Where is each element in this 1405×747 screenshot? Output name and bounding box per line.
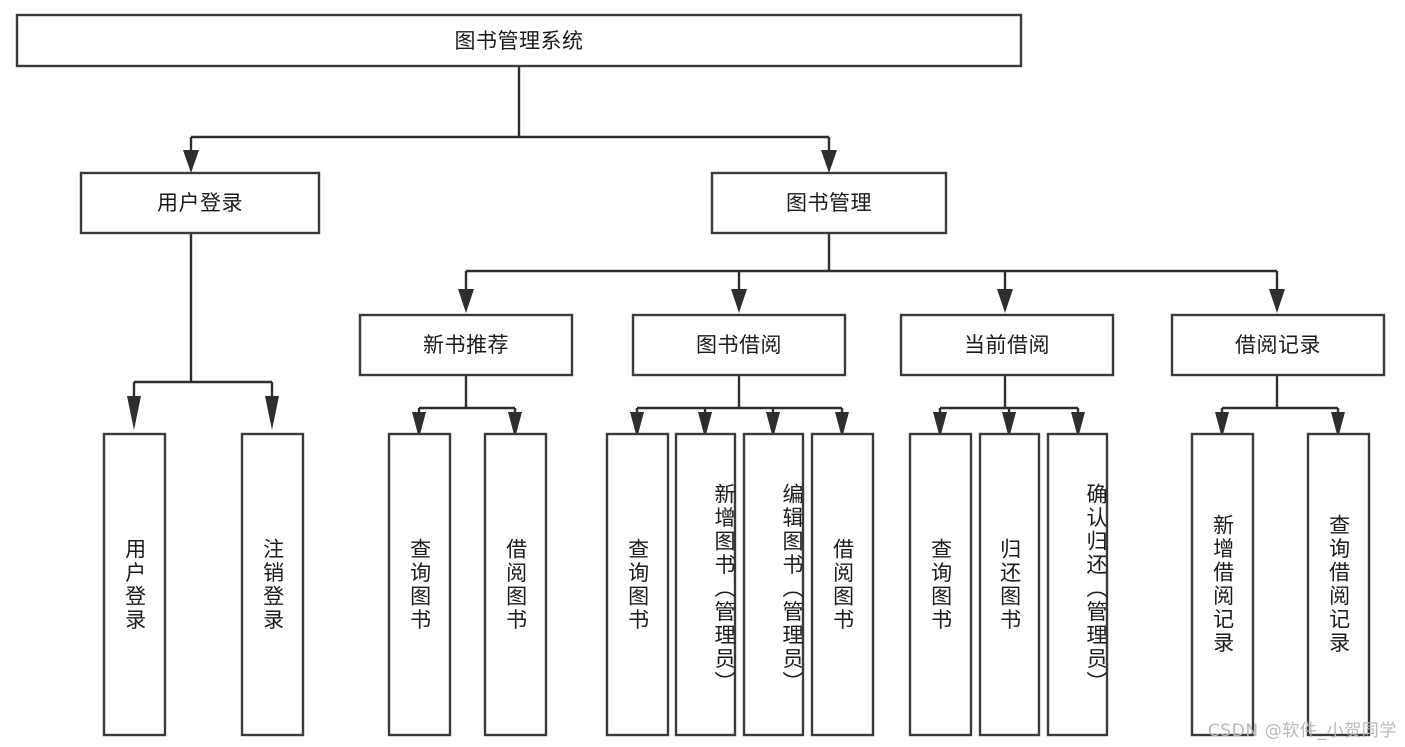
arrow-head-leaf-return-book [1002, 412, 1016, 438]
node-book-manage-box[interactable] [710, 171, 948, 235]
arrow-head-leaf-query-book-1 [412, 412, 426, 438]
connector-group-book-borrow [630, 375, 849, 438]
arrow-head-book-borrow [731, 289, 747, 313]
arrow-head-leaf-query-book-3 [933, 412, 947, 438]
leaf-confirm-return-box[interactable] [1046, 432, 1109, 737]
leaf-query-book-3-box[interactable] [908, 432, 973, 737]
arrow-head-leaf-borrow-book-2 [835, 412, 849, 438]
node-current-borrow[interactable]: 当前借阅 [899, 313, 1115, 377]
arrow-head-user-login [183, 150, 199, 173]
node-book-manage[interactable]: 图书管理 [710, 171, 948, 235]
node-root[interactable]: 图书管理系统 [15, 13, 1023, 68]
connector-group-current-borrow [933, 375, 1085, 438]
node-new-book-recommend-box[interactable] [358, 313, 574, 377]
arrow-head-leaf-confirm-return [1071, 412, 1085, 438]
arrow-head-leaf-edit-book [766, 412, 780, 438]
node-book-borrow-box[interactable] [631, 313, 847, 377]
leaf-box-group [102, 432, 1371, 737]
connector-group-borrow-record [1215, 375, 1345, 438]
leaf-user-login-box[interactable] [102, 432, 167, 737]
connector-group-book-manage [458, 234, 1285, 313]
node-user-login[interactable]: 用户登录 [79, 171, 321, 235]
node-user-login-box[interactable] [79, 171, 321, 235]
node-borrow-record-label: 借阅记录 [1235, 333, 1321, 357]
arrow-head-leaf-query-record [1331, 412, 1345, 438]
watermark-text: CSDN @软件_小贺同学 [1207, 721, 1397, 741]
leaf-edit-book-box[interactable] [742, 432, 805, 737]
connector-group-new-book-recommend [412, 375, 522, 438]
arrow-head-new-book-recommend [458, 289, 474, 313]
node-borrow-record[interactable]: 借阅记录 [1170, 313, 1386, 377]
leaf-add-record-box[interactable] [1190, 432, 1255, 737]
node-book-borrow-label: 图书借阅 [696, 333, 782, 357]
node-user-login-label: 用户登录 [157, 191, 243, 215]
connector-group-user-login [127, 234, 279, 430]
connector-group-root [183, 66, 837, 173]
leaf-query-book-1-box[interactable] [387, 432, 452, 737]
node-current-borrow-box[interactable] [899, 313, 1115, 377]
leaf-add-book-box[interactable] [674, 432, 737, 737]
node-current-borrow-label: 当前借阅 [964, 333, 1050, 357]
leaf-query-book-2-box[interactable] [605, 432, 670, 737]
arrow-head-current-borrow [997, 289, 1013, 313]
arrow-head-leaf-add-record [1215, 412, 1229, 438]
arrow-head-borrow-record [1269, 289, 1285, 313]
node-new-book-recommend-label: 新书推荐 [423, 333, 509, 357]
leaf-borrow-book-2-box[interactable] [810, 432, 875, 737]
arrow-head-leaf-query-book-2 [630, 412, 644, 438]
node-root-box[interactable] [15, 13, 1023, 68]
node-book-manage-label: 图书管理 [786, 191, 872, 215]
node-borrow-record-box[interactable] [1170, 313, 1386, 377]
arrow-head-book-manage [821, 150, 837, 173]
node-root-label: 图书管理系统 [455, 29, 584, 53]
leaf-borrow-book-1-box[interactable] [483, 432, 548, 737]
leaf-logout-login-box[interactable] [240, 432, 305, 737]
arrow-head-leaf-logout-login [265, 396, 279, 430]
arrow-head-leaf-borrow-book-1 [508, 412, 522, 438]
node-book-borrow[interactable]: 图书借阅 [631, 313, 847, 377]
arrow-head-leaf-user-login [127, 396, 141, 430]
node-new-book-recommend[interactable]: 新书推荐 [358, 313, 574, 377]
arrow-head-leaf-add-book [698, 412, 712, 438]
leaf-return-book-box[interactable] [978, 432, 1041, 737]
leaf-query-record-box[interactable] [1306, 432, 1371, 737]
